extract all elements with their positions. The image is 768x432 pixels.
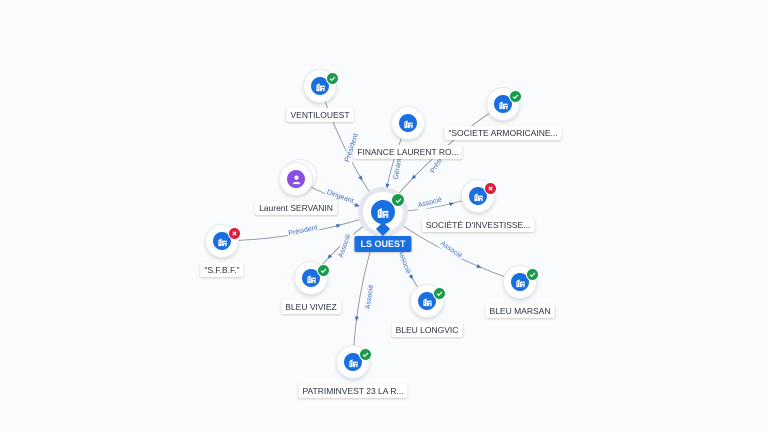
node-label[interactable]: "SOCIETE ARMORICAINE... xyxy=(444,126,562,140)
edge-arrow xyxy=(385,183,390,189)
node-label[interactable]: BLEU LONGVIC xyxy=(391,323,463,337)
building-icon xyxy=(422,297,432,306)
building-icon xyxy=(403,119,413,128)
check-icon xyxy=(317,264,330,277)
building-icon xyxy=(418,292,436,310)
node-finance[interactable]: FINANCE LAURENT RO... xyxy=(353,107,463,159)
node-viviez[interactable]: BLEU VIVIEZ xyxy=(281,262,341,314)
building-icon xyxy=(498,100,508,109)
check-icon xyxy=(329,76,336,82)
check-icon xyxy=(395,198,401,203)
building-icon xyxy=(213,232,231,250)
building-icon xyxy=(511,273,529,291)
node-ventilouest[interactable]: VENTILOUEST xyxy=(286,70,354,122)
edge-arrow xyxy=(476,264,482,268)
node-label[interactable]: "S.F.B.F." xyxy=(200,263,244,277)
building-icon xyxy=(217,237,227,246)
node-label[interactable]: SOCIÉTÉ D'INVESTISSE... xyxy=(421,218,535,232)
node-label[interactable]: PATRIMINVEST 23 LA R... xyxy=(298,384,408,398)
building-icon xyxy=(344,353,362,371)
center-node-label[interactable]: LS OUEST xyxy=(354,236,412,252)
building-icon xyxy=(348,358,358,367)
node-marsan[interactable]: BLEU MARSAN xyxy=(485,266,555,318)
node-label[interactable]: VENTILOUEST xyxy=(286,108,354,122)
building-icon xyxy=(302,269,320,287)
person-icon xyxy=(287,170,305,188)
node-investisse[interactable]: SOCIÉTÉ D'INVESTISSE... xyxy=(421,180,535,232)
building-icon xyxy=(377,207,389,218)
check-icon xyxy=(526,268,539,281)
node-ls_ouest[interactable]: LS OUEST xyxy=(354,192,412,252)
building-icon xyxy=(306,274,316,283)
building-icon xyxy=(315,82,325,91)
check-icon xyxy=(359,348,372,361)
node-longvic[interactable]: BLEU LONGVIC xyxy=(391,285,463,337)
node-armoricaine[interactable]: "SOCIETE ARMORICAINE... xyxy=(444,88,562,140)
edge-arrow xyxy=(408,274,414,280)
edge-arrow xyxy=(354,316,359,322)
node-sfbf[interactable]: "S.F.B.F." xyxy=(200,225,244,277)
check-icon xyxy=(436,291,443,297)
check-icon xyxy=(509,90,522,103)
cross-icon xyxy=(228,227,241,240)
building-icon xyxy=(311,77,329,95)
building-icon xyxy=(469,187,487,205)
cross-icon xyxy=(484,182,497,195)
edge-arrow xyxy=(358,175,363,181)
cross-icon xyxy=(232,231,237,236)
check-icon xyxy=(391,193,405,207)
node-label[interactable]: BLEU MARSAN xyxy=(485,304,555,318)
check-icon xyxy=(320,268,327,274)
building-icon xyxy=(515,278,525,287)
check-icon xyxy=(433,287,446,300)
node-label[interactable]: FINANCE LAURENT RO... xyxy=(353,145,463,159)
check-icon xyxy=(326,72,339,85)
edge-arrow xyxy=(327,253,333,260)
node-label[interactable]: BLEU VIVIEZ xyxy=(281,300,341,314)
person-icon xyxy=(292,175,300,184)
edge-arrow xyxy=(335,224,342,228)
building-icon xyxy=(371,200,395,224)
cross-icon xyxy=(488,186,493,191)
check-icon xyxy=(529,272,536,278)
check-icon xyxy=(512,94,519,100)
building-icon xyxy=(494,95,512,113)
edge-arrow xyxy=(411,174,417,180)
edge-arrow xyxy=(354,203,360,207)
building-icon xyxy=(399,114,417,132)
building-icon xyxy=(473,192,483,201)
node-patriminvest[interactable]: PATRIMINVEST 23 LA R... xyxy=(298,346,408,398)
edge-arrow xyxy=(448,202,455,207)
node-servanin[interactable]: Laurent SERVANIN xyxy=(255,160,337,215)
check-icon xyxy=(362,352,369,358)
node-label[interactable]: Laurent SERVANIN xyxy=(255,201,337,215)
